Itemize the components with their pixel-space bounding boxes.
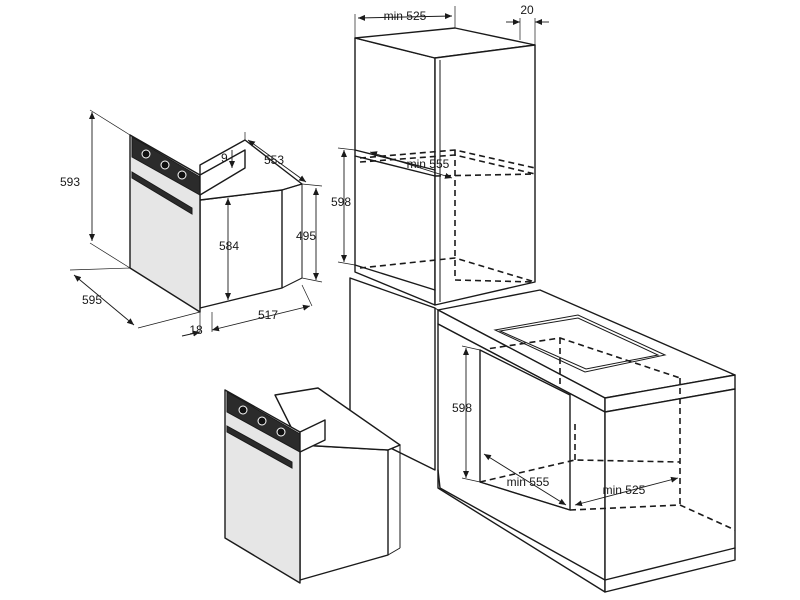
dim-body-depth: 517: [258, 308, 278, 322]
dim-oven-height: 593: [60, 175, 80, 189]
column-unit: min 525 20 min 555 598: [331, 3, 549, 306]
dim-column-min-depth: min 555: [407, 157, 450, 171]
oven-install-view: [224, 387, 401, 584]
oven-knob-icon: [177, 170, 187, 180]
dim-front-depth: 18: [189, 323, 203, 337]
dim-rear-height: 495: [296, 229, 316, 243]
lower-cabinet-front: [349, 277, 436, 471]
dim-body-height: 584: [219, 239, 239, 253]
dim-panel-offset: 9: [221, 151, 228, 165]
hob-inner: [498, 317, 660, 370]
oven-dimension-view: 593 595 18 517 553 9 584 495: [60, 109, 323, 337]
dim-column-gap: 20: [520, 3, 534, 17]
oven2-side-body: [299, 444, 389, 581]
hob-outline: [493, 314, 667, 373]
oven2-panel-side: [299, 419, 326, 453]
oven-handle: [131, 171, 193, 215]
dim-column-niche-height: 598: [331, 195, 351, 209]
oven2-knob-icon: [257, 416, 267, 426]
dim-counter-niche-height: 598: [452, 401, 472, 415]
dim-column-min-width: min 525: [384, 9, 427, 23]
counter-unit: 598 min 555 min 525: [349, 277, 736, 593]
oven2-knob-icon: [238, 405, 248, 415]
oven2-knob-icon: [276, 427, 286, 437]
oven-side-body: [199, 189, 283, 309]
oven-knob-icon: [160, 160, 170, 170]
oven2-handle: [226, 425, 293, 469]
oven-knob-icon: [141, 149, 151, 159]
dim-oven-width: 595: [82, 293, 102, 307]
dim-counter-min-depth: min 555: [507, 475, 550, 489]
dim-counter-min-width: min 525: [603, 483, 646, 497]
dim-total-depth: 553: [264, 153, 284, 167]
